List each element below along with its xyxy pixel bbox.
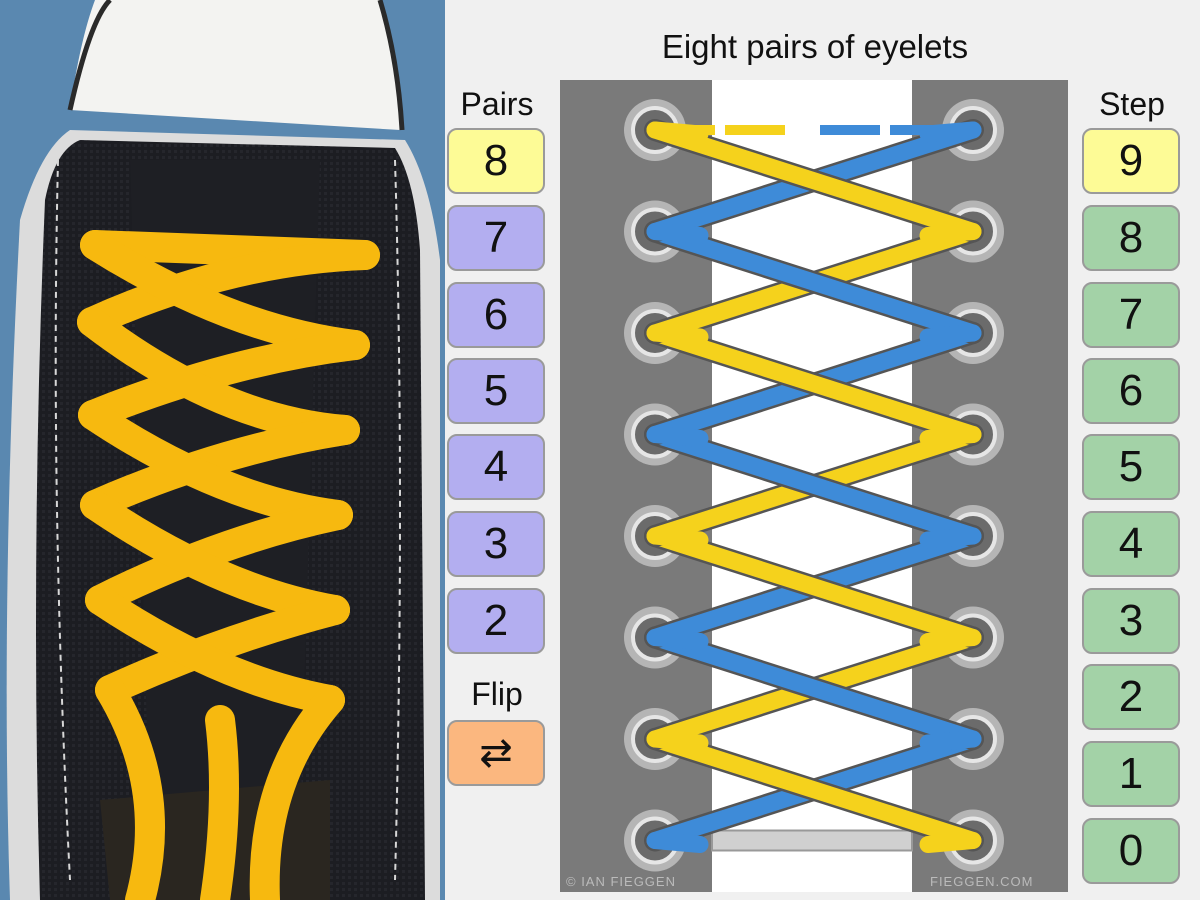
bottom-bar	[711, 829, 913, 852]
swap-arrows-icon: ⇄	[479, 731, 513, 775]
lace-segment	[646, 730, 982, 849]
step-label: Step	[1099, 86, 1165, 122]
step-button-1[interactable]: 1	[1082, 741, 1180, 807]
step-button-7[interactable]: 7	[1082, 282, 1180, 348]
lace-segment	[646, 121, 982, 240]
lace-end	[919, 426, 982, 447]
pairs-button-8[interactable]: 8	[447, 128, 545, 194]
site-credit: FIEGGEN.COM	[930, 874, 1034, 889]
flip-button[interactable]: ⇄	[447, 720, 545, 786]
pairs-label: Pairs	[460, 86, 534, 122]
lace-end	[646, 832, 709, 853]
lace-end	[919, 223, 982, 244]
pairs-button-5[interactable]: 5	[447, 358, 545, 424]
lace-end	[646, 324, 709, 346]
lace-end	[919, 730, 982, 752]
lacing-diagram	[560, 80, 1068, 892]
lace-end	[646, 223, 709, 244]
lace-end	[646, 629, 709, 650]
step-button-9[interactable]: 9	[1082, 128, 1180, 194]
pairs-button-2[interactable]: 2	[447, 588, 545, 654]
pairs-button-3[interactable]: 3	[447, 511, 545, 577]
lace-end	[919, 324, 982, 346]
page-title: Eight pairs of eyelets	[661, 28, 969, 65]
step-button-0[interactable]: 0	[1082, 818, 1180, 884]
lace-segment	[646, 527, 982, 646]
step-button-4[interactable]: 4	[1082, 511, 1180, 577]
lace-segment	[646, 629, 982, 748]
step-button-2[interactable]: 2	[1082, 664, 1180, 730]
lace-end	[919, 832, 982, 853]
lace-segment	[646, 223, 982, 342]
lace-end	[646, 121, 709, 143]
lace-end	[646, 730, 709, 752]
lace-segment	[646, 426, 982, 545]
step-button-6[interactable]: 6	[1082, 358, 1180, 424]
copyright-credit: © IAN FIEGGEN	[566, 874, 676, 889]
pairs-button-7[interactable]: 7	[447, 205, 545, 271]
flip-label: Flip	[471, 676, 523, 712]
step-button-5[interactable]: 5	[1082, 434, 1180, 500]
lace-end	[646, 426, 709, 447]
lace-end	[919, 629, 982, 650]
lace-end	[646, 527, 709, 549]
shoe-photo	[0, 0, 445, 900]
pairs-button-6[interactable]: 6	[447, 282, 545, 348]
step-button-8[interactable]: 8	[1082, 205, 1180, 271]
step-button-3[interactable]: 3	[1082, 588, 1180, 654]
lace-end	[919, 121, 982, 143]
lace-end	[919, 527, 982, 549]
pairs-button-4[interactable]: 4	[447, 434, 545, 500]
lace-segment	[646, 324, 982, 443]
